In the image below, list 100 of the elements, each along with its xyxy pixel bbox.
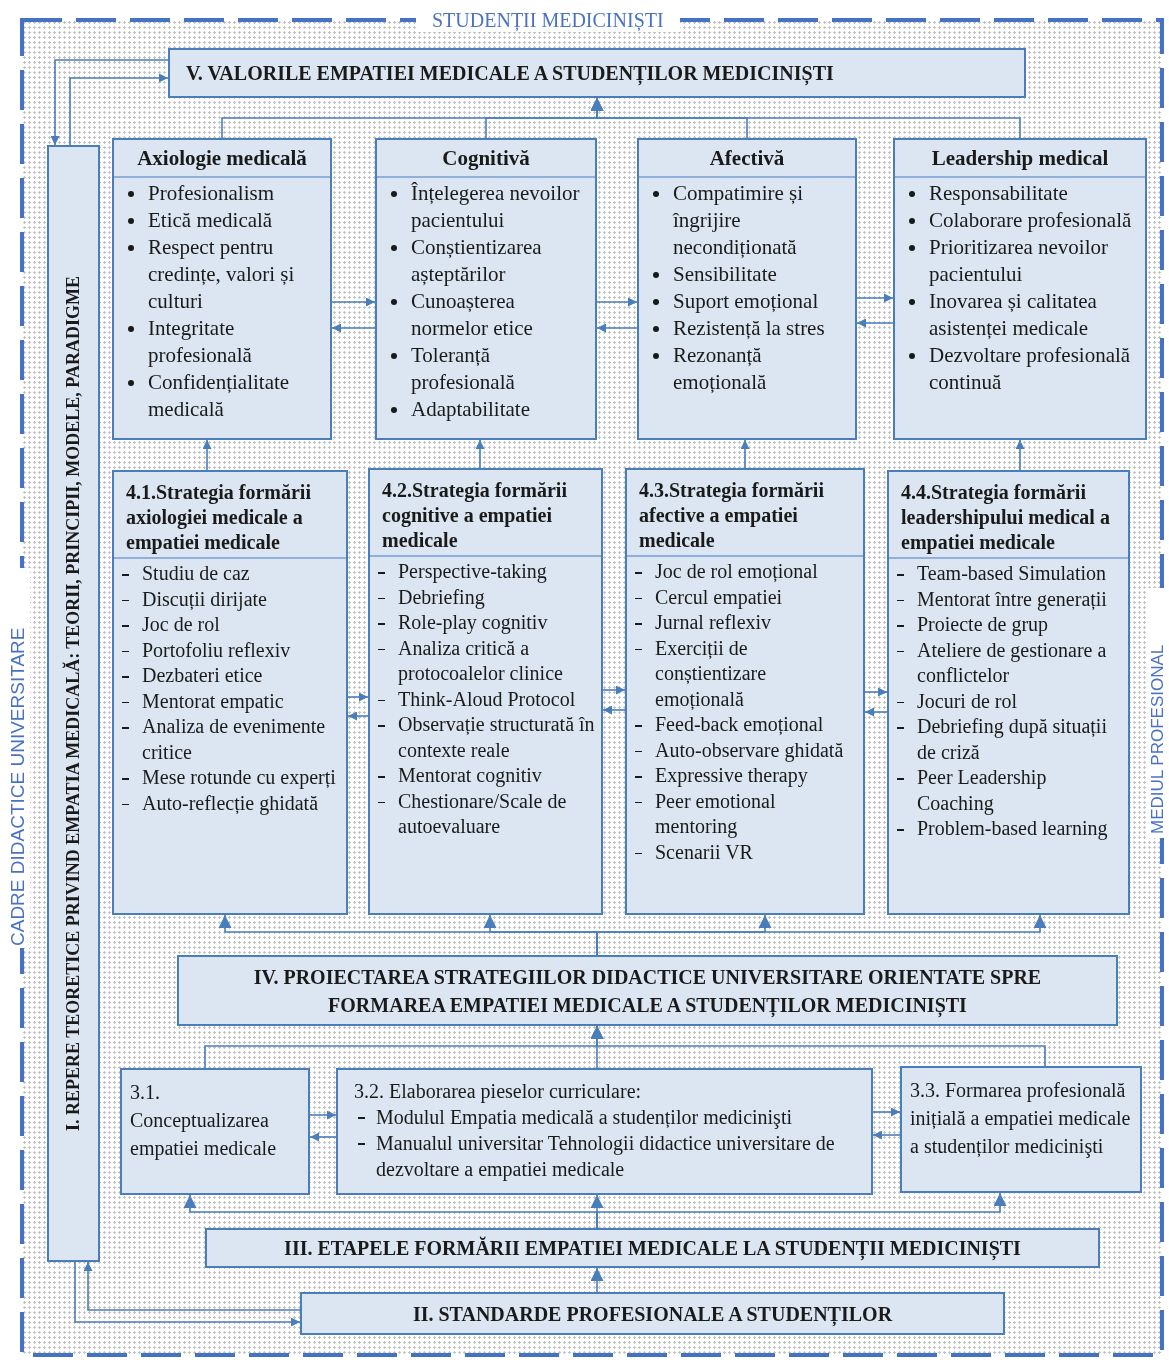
box-heading: Axiologie medicală <box>137 146 307 170</box>
list-item: Cunoașterea normelor etice <box>411 288 534 342</box>
arrow <box>596 323 638 333</box>
banner-title: V. VALORILE EMPATIEI MEDICALE A STUDENȚILOR MEDICINIȘTI <box>186 61 834 87</box>
category-box <box>375 138 597 440</box>
arrow <box>83 1261 301 1311</box>
list-item: Debriefing <box>398 584 485 610</box>
list-item: Auto-observare ghidată <box>655 737 844 763</box>
list-item: Team-based Simulation <box>917 561 1107 586</box>
box-heading: 3.2. Elaborarea pieselor curriculare: <box>354 1079 643 1104</box>
strategy-box <box>625 468 865 915</box>
strategy-box <box>887 470 1130 915</box>
arrow <box>331 297 376 307</box>
arrow <box>872 1130 901 1140</box>
vertical-banner <box>47 145 100 1262</box>
list-item: Dezbateri etice <box>142 663 263 688</box>
list-item: Prioritizarea nevoilor pacientului <box>929 234 1109 288</box>
list-item: Analiza critică a protocoalelor clinice <box>398 635 564 687</box>
arrow <box>602 685 626 695</box>
list-item: Ateliere de gestionare a conflictelor <box>917 637 1108 688</box>
list-item: Proiecte de grup <box>917 612 1049 638</box>
arrow <box>590 1267 604 1293</box>
list-item: Respect pentru credințe, valori și culturi <box>148 234 296 315</box>
box-heading: Cognitivă <box>442 146 530 170</box>
list-item: Colaborare profesională <box>929 207 1132 234</box>
banner-title: I. REPERE TEORETICE PRIVIND EMPATIA MEDICALĂ: TEORII, PRINCIPII, MODELE, PARADIGME <box>61 276 84 1131</box>
list-item: Peer emotional mentoring <box>655 788 777 840</box>
list-item: Discuții dirijate <box>142 586 267 612</box>
list-item: Jocuri de rol <box>917 688 1017 714</box>
title-banner <box>168 48 1026 98</box>
list-item: Compatimire și îngrijire necondiționată <box>673 180 805 261</box>
list-item: Confidențialitate medicală <box>148 369 291 423</box>
list-item: Sensibilitate <box>673 261 777 288</box>
list-item: Expressive therapy <box>655 763 808 789</box>
list-item: Suport emoțional <box>673 288 819 315</box>
arrow <box>475 439 485 469</box>
list-item: Exerciții de conștientizare emoțională <box>655 635 768 712</box>
stage-box <box>900 1066 1142 1193</box>
box-text: 3.1. Conceptualizarea empatiei medicale <box>130 1080 278 1162</box>
banner-title: II. STANDARDE PROFESIONALE A STUDENȚILOR <box>412 1301 893 1328</box>
box-heading: Leadership medical <box>931 146 1109 170</box>
box-heading: 4.3.Strategia formării afective a empatiei medicale <box>639 479 824 551</box>
list-item: Auto-reflecție ghidată <box>142 790 319 816</box>
arrow <box>202 439 212 471</box>
list-item: Think-Aloud Protocol <box>398 686 576 712</box>
strategy-box <box>112 470 348 915</box>
arrow <box>856 293 894 303</box>
list-item: Profesionalism <box>148 180 274 207</box>
arrow <box>864 707 888 717</box>
list-item: Adaptabilitate <box>411 396 530 423</box>
list-item: Role-play cognitiv <box>398 610 548 636</box>
arrow <box>596 1192 1007 1229</box>
list-item: Debriefing după situații de criză <box>917 714 1108 765</box>
list-item: Modulul Empatia medicală a studenților medicinişti <box>376 1105 792 1130</box>
arrow <box>347 692 369 702</box>
arrow <box>864 687 888 697</box>
banner-title: III. ETAPELE FORMĂRII EMPATIEI MEDICALE LA STUDENȚII MEDICINIȘTI <box>284 1235 1021 1262</box>
arrow <box>590 97 1021 139</box>
arrow <box>347 711 369 721</box>
list-item: Portofoliu reflexiv <box>142 637 291 663</box>
category-box <box>637 138 857 440</box>
list-item: Observație structurată în contexte reale <box>398 712 596 763</box>
list-item: Perspective-taking <box>398 559 547 585</box>
box-heading: 4.2.Strategia formării cognitive a empatiei medicale <box>382 479 567 551</box>
box-heading: 4.4.Strategia formării leadershipului medical a empatiei medicale <box>901 481 1110 553</box>
arrow <box>590 1025 1046 1067</box>
banner-title: IV. PROIECTAREA STRATEGIILOR DIDACTICE UNIVERSITARE ORIENTATE SPRE FORMAREA EMPATIEI MEDICALE A STUDENȚILOR MEDICINIȘTI <box>252 964 1043 1019</box>
list-item: Cercul empatiei <box>655 584 783 610</box>
arrow <box>50 59 169 146</box>
category-box <box>893 138 1147 440</box>
list-item: Etică medicală <box>148 207 273 234</box>
list-item: Rezonanță emoțională <box>673 342 768 396</box>
arrow <box>331 323 376 333</box>
title-banner <box>300 1292 1005 1335</box>
list-item: Problem-based learning <box>917 816 1108 842</box>
list-item: Rezistență la stres <box>673 315 825 342</box>
category-box <box>112 138 332 440</box>
list-item: Dezvoltare profesională continuă <box>929 342 1132 396</box>
arrow <box>856 318 894 328</box>
list-item: Mentorat cognitiv <box>398 763 542 789</box>
box-heading: Afectivă <box>709 146 785 170</box>
arrow <box>69 73 169 146</box>
list-item: Feed-back emoțional <box>655 712 824 737</box>
box-heading: 4.1.Strategia formării axiologiei medicale a empatiei medicale <box>126 481 311 553</box>
list-item: Manualul universitar Tehnologii didactice universitare de dezvoltare a empatiei medicale <box>376 1131 836 1182</box>
list-item: Mentorat empatic <box>142 688 284 714</box>
list-item: Chestionare/Scale de autoevaluare <box>398 788 568 839</box>
list-item: Mese rotunde cu experți <box>142 765 336 791</box>
list-item: Analiza de evenimente critice <box>142 714 327 765</box>
list-item: Toleranță profesională <box>411 342 516 396</box>
arrow <box>1015 439 1025 471</box>
arrow <box>596 297 638 307</box>
title-banner <box>205 1228 1100 1268</box>
arrow <box>740 439 750 469</box>
list-item: Studiu de caz <box>142 561 250 586</box>
title-banner <box>177 955 1118 1026</box>
box-text: 3.3. Formarea profesională inițială a empatiei medicale a studenților medicinişti <box>910 1078 1132 1160</box>
list-item: Scenarii VR <box>655 839 753 865</box>
list-item: Jurnal reflexiv <box>655 610 772 635</box>
arrow <box>309 1110 337 1120</box>
